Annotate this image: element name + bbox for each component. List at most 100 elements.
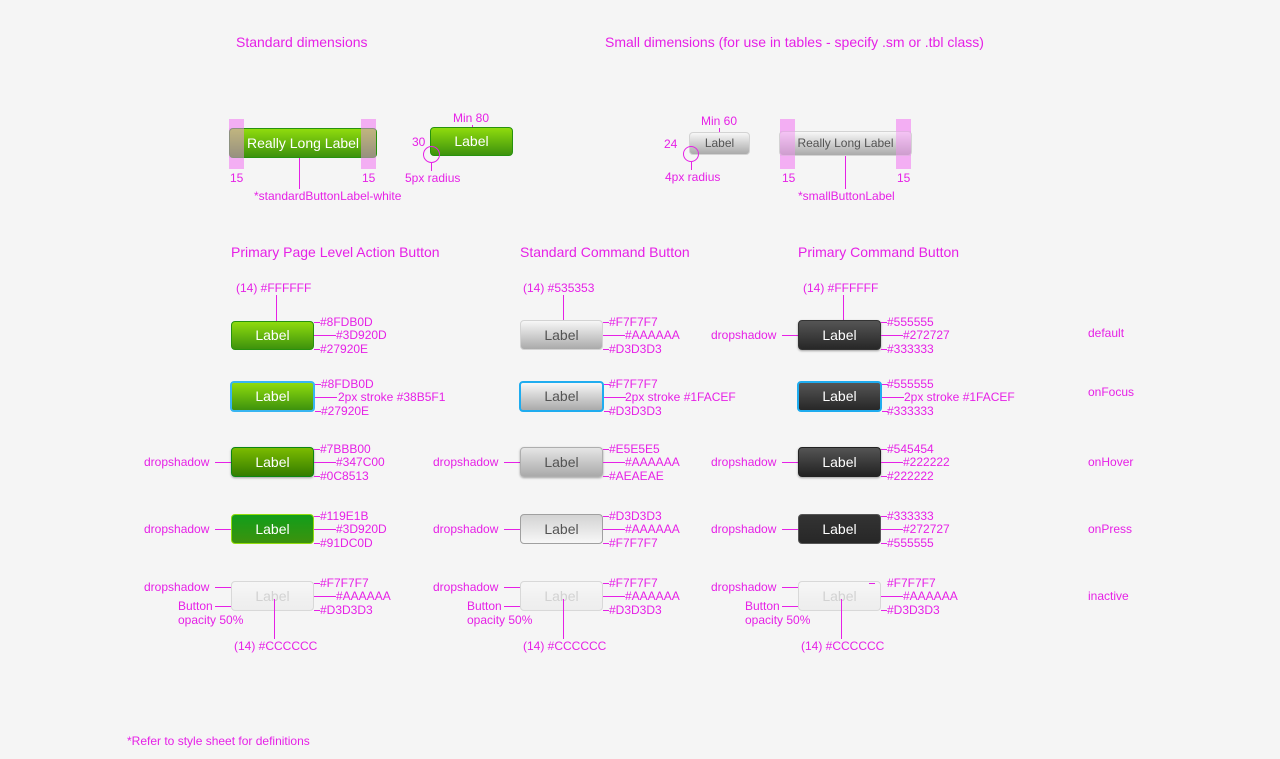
color-note-border: #27920E bbox=[321, 404, 370, 418]
leader-line bbox=[881, 543, 887, 544]
color-note-top: #E5E5E5 bbox=[609, 442, 660, 456]
leader-line bbox=[472, 125, 473, 128]
leader-line bbox=[314, 610, 320, 611]
primary-page-button-press[interactable]: Label bbox=[231, 514, 314, 544]
right-padding-overlay bbox=[896, 131, 911, 156]
leader-line bbox=[782, 606, 798, 607]
leader-line bbox=[845, 156, 846, 189]
height-30-note: 30 bbox=[412, 135, 426, 149]
leader-line bbox=[314, 583, 320, 584]
left-padding-overlay bbox=[229, 128, 244, 158]
dropshadow-note: dropshadow bbox=[433, 522, 499, 536]
primary-command-button-focus[interactable]: Label bbox=[797, 381, 882, 412]
leader-line bbox=[603, 322, 609, 323]
small-label-button[interactable]: Label bbox=[689, 132, 750, 155]
primary-page-button-hover[interactable]: Label bbox=[231, 447, 314, 477]
leader-line bbox=[314, 596, 336, 597]
standard-command-button-press[interactable]: Label bbox=[520, 514, 603, 544]
min-width-label-button[interactable]: Label bbox=[430, 127, 513, 156]
leader-line bbox=[603, 543, 609, 544]
small-label-style-note: *smallButtonLabel bbox=[798, 189, 895, 203]
leader-line bbox=[603, 335, 625, 336]
color-note-border: #D3D3D3 bbox=[609, 603, 662, 617]
small-really-long-label-button[interactable]: Really Long Label bbox=[779, 131, 912, 156]
height-24-note: 24 bbox=[664, 137, 678, 151]
color-note-bottom: #347C00 bbox=[336, 455, 385, 469]
dropshadow-note: dropshadow bbox=[433, 455, 499, 469]
primary-page-button-focus[interactable]: Label bbox=[230, 381, 315, 412]
leader-line bbox=[719, 128, 720, 132]
primary-page-button-inactive: Label bbox=[231, 581, 314, 611]
color-note-border: #D3D3D3 bbox=[609, 342, 662, 356]
leader-line bbox=[882, 411, 888, 412]
button-opacity-note: opacity 50% bbox=[745, 613, 811, 627]
dropshadow-note: dropshadow bbox=[433, 580, 499, 594]
min-60-note: Min 60 bbox=[701, 114, 738, 128]
color-note-top: #545454 bbox=[887, 442, 934, 456]
radius-marker-circle bbox=[683, 146, 699, 162]
leader-line bbox=[314, 322, 320, 323]
leader-line bbox=[314, 529, 336, 530]
radius-5-note: 5px radius bbox=[405, 171, 461, 185]
dropshadow-note: dropshadow bbox=[711, 522, 777, 536]
standard-command-button-default[interactable]: Label bbox=[520, 320, 603, 350]
leader-line bbox=[604, 411, 610, 412]
color-note-top: #333333 bbox=[887, 509, 934, 523]
color-note-bottom: #AAAAAA bbox=[625, 328, 680, 342]
text-color-note: (14) #535353 bbox=[523, 281, 595, 295]
leader-line bbox=[603, 449, 609, 450]
color-note-top: #F7F7F7 bbox=[609, 315, 658, 329]
standard-command-button-hover[interactable]: Label bbox=[520, 447, 603, 477]
leader-line bbox=[782, 462, 798, 463]
color-note-top: #F7F7F7 bbox=[887, 576, 936, 590]
footnote: *Refer to style sheet for definitions bbox=[127, 734, 310, 748]
button-opacity-note: opacity 50% bbox=[467, 613, 533, 627]
color-note-top: #8FDB0D bbox=[320, 315, 373, 329]
stroke-note: 2px stroke #38B5F1 bbox=[338, 390, 446, 404]
leader-line bbox=[881, 596, 903, 597]
stroke-note: 2px stroke #1FACEF bbox=[904, 390, 1015, 404]
state-label-onhover: onHover bbox=[1088, 455, 1134, 469]
state-label-default: default bbox=[1088, 326, 1125, 340]
color-note-top: #555555 bbox=[887, 315, 934, 329]
leader-line bbox=[782, 335, 798, 336]
really-long-label-button[interactable]: Really Long Label bbox=[229, 128, 377, 158]
button-opacity-note: Button bbox=[745, 599, 780, 613]
standard-command-button-focus[interactable]: Label bbox=[519, 381, 604, 412]
color-note-border: #222222 bbox=[887, 469, 934, 483]
leader-line bbox=[603, 462, 625, 463]
radius-4-note: 4px radius bbox=[665, 170, 721, 184]
leader-line bbox=[869, 583, 875, 584]
leader-line bbox=[881, 322, 887, 323]
leader-line bbox=[881, 335, 903, 336]
pad-left-value: 15 bbox=[230, 171, 244, 185]
leader-line bbox=[881, 529, 903, 530]
color-note-top: #8FDB0D bbox=[321, 377, 374, 391]
color-note-bottom: #272727 bbox=[903, 328, 950, 342]
leader-line bbox=[504, 529, 520, 530]
primary-page-button-default[interactable]: Label bbox=[231, 321, 314, 350]
dropshadow-note: dropshadow bbox=[711, 580, 777, 594]
button-opacity-note: opacity 50% bbox=[178, 613, 244, 627]
color-note-border: #AEAEAE bbox=[609, 469, 664, 483]
primary-command-button-default[interactable]: Label bbox=[798, 320, 881, 350]
primary-command-button-hover[interactable]: Label bbox=[798, 447, 881, 477]
color-note-top: #F7F7F7 bbox=[320, 576, 369, 590]
color-note-bottom: #3D920D bbox=[336, 522, 387, 536]
state-label-inactive: inactive bbox=[1088, 589, 1129, 603]
color-note-bottom: #272727 bbox=[903, 522, 950, 536]
leader-line bbox=[882, 384, 888, 385]
dropshadow-note: dropshadow bbox=[144, 455, 210, 469]
primary-command-button-press[interactable]: Label bbox=[798, 514, 881, 544]
primary-command-button-inactive: Label bbox=[798, 581, 881, 611]
color-note-bottom: #222222 bbox=[903, 455, 950, 469]
color-note-bottom: #AAAAAA bbox=[903, 589, 958, 603]
leader-line bbox=[603, 349, 609, 350]
color-note-border: #0C8513 bbox=[320, 469, 369, 483]
leader-line bbox=[215, 606, 231, 607]
radius-marker-circle bbox=[423, 146, 440, 163]
header-small-dimensions: Small dimensions (for use in tables - sp… bbox=[605, 34, 984, 50]
leader-line bbox=[882, 397, 904, 398]
color-note-top: #F7F7F7 bbox=[609, 576, 658, 590]
leader-line bbox=[314, 462, 336, 463]
